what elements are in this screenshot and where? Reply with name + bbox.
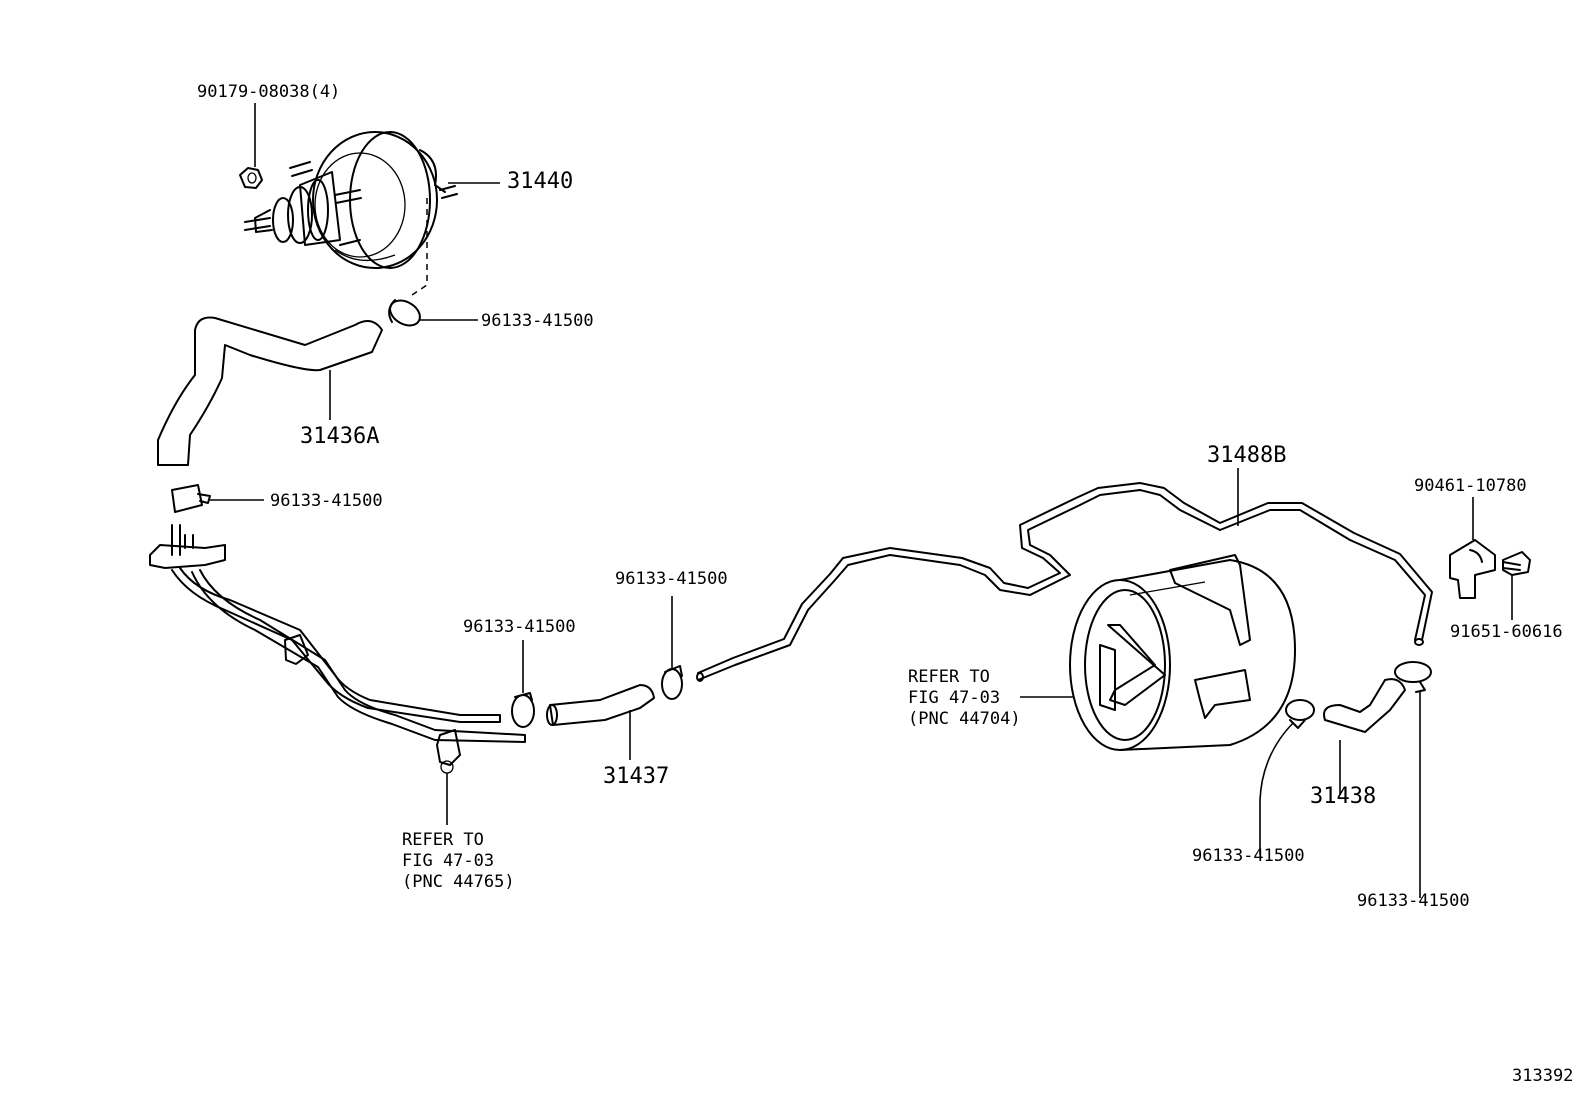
hose-clamp-center: [661, 665, 683, 700]
refer-note-right: REFER TO FIG 47-03 (PNC 44704): [908, 667, 1021, 729]
refer-note-left: REFER TO FIG 47-03 (PNC 44765): [402, 830, 515, 892]
hose-31436a: [157, 316, 383, 466]
label-clamp-bracket: 90461-10780: [1414, 476, 1527, 496]
label-clamp-center-left: 96133-41500: [463, 617, 576, 637]
illustration-id: 313392: [1512, 1066, 1573, 1086]
hose-clamp-mid-left: [171, 484, 211, 513]
refer-left-line-2: FIG 47-03: [402, 851, 494, 871]
label-clamp-lower-right-1: 96133-41500: [1192, 846, 1305, 866]
pipe-assembly-left: [149, 524, 526, 774]
hose-31437: [546, 684, 655, 726]
label-pipe-b: 31488B: [1207, 443, 1286, 468]
hose-clamp-lower-right-2: [1394, 661, 1432, 693]
label-clamp-mid-left: 96133-41500: [270, 491, 383, 511]
hose-clamp-top: [388, 299, 421, 327]
refer-right-line-3: (PNC 44704): [908, 709, 1021, 729]
label-nut: 90179-08038(4): [197, 82, 340, 102]
refer-left-line-3: (PNC 44765): [402, 872, 515, 892]
pipe-clamp-bracket: [1449, 539, 1496, 599]
label-hose-31438: 31438: [1310, 784, 1376, 809]
brake-booster: [244, 131, 458, 269]
charcoal-canister: [1069, 554, 1296, 751]
bolt-part: [1502, 551, 1531, 576]
label-hose-31437: 31437: [603, 764, 669, 789]
leader-clamp-lower-right-1: [1259, 722, 1294, 855]
refer-right-line-2: FIG 47-03: [908, 688, 1000, 708]
pipe-31488b: [696, 482, 1433, 682]
label-clamp-lower-right-2: 96133-41500: [1357, 891, 1470, 911]
hose-31438: [1323, 678, 1406, 733]
label-clamp-top: 96133-41500: [481, 311, 594, 331]
nut-part: [239, 167, 263, 189]
label-hose-a: 31436A: [300, 424, 379, 449]
label-booster: 31440: [507, 169, 573, 194]
refer-left-line-1: REFER TO: [402, 830, 484, 850]
label-clamp-center: 96133-41500: [615, 569, 728, 589]
dashed-connector: [411, 198, 428, 296]
label-bolt: 91651-60616: [1450, 622, 1563, 642]
refer-right-line-1: REFER TO: [908, 667, 990, 687]
hose-clamp-center-left: [511, 692, 535, 728]
hose-clamp-lower-right-1: [1285, 699, 1315, 729]
